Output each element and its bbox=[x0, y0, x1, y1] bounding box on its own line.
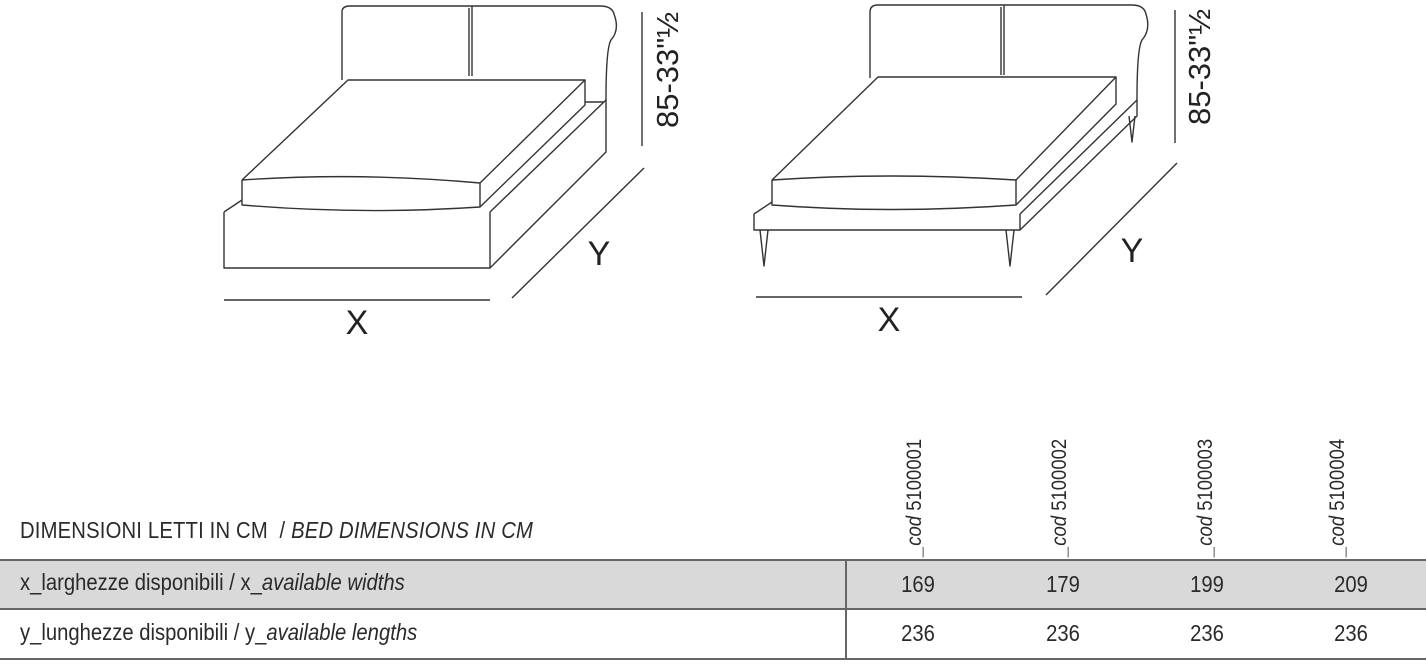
bed-drawing-legs bbox=[753, 4, 1178, 298]
bed-drawings: X Y 85-33"½ X Y 85-33"½ bbox=[223, 4, 1217, 342]
left-x-label: X bbox=[346, 304, 369, 342]
table-row-widths: x_larghezze disponibili / x_available wi… bbox=[0, 560, 1426, 608]
width-value-3: 199 bbox=[1190, 571, 1224, 597]
row-label: x_larghezze disponibili / x_available wi… bbox=[20, 569, 405, 596]
right-x-label: X bbox=[878, 301, 901, 339]
caption-english: BED DIMENSIONS IN CM bbox=[291, 517, 534, 543]
caption-separator: / bbox=[279, 517, 286, 543]
caption-italian: DIMENSIONI LETTI IN CM bbox=[20, 517, 268, 543]
left-y-label: Y bbox=[588, 235, 611, 273]
code-number: 5100002 bbox=[1048, 438, 1071, 511]
row-label-english: available lengths bbox=[266, 619, 418, 645]
length-value-2: 236 bbox=[1046, 620, 1080, 646]
code-prefix: _cod bbox=[1326, 515, 1349, 556]
table-caption: DIMENSIONI LETTI IN CM / BED DIMENSIONS … bbox=[20, 517, 533, 544]
length-value-4: 236 bbox=[1334, 620, 1368, 646]
row-label: y_lunghezze disponibili / y_available le… bbox=[20, 619, 417, 646]
code-number: 5100003 bbox=[1194, 438, 1217, 511]
width-value-2: 179 bbox=[1046, 571, 1080, 597]
code-number: 5100004 bbox=[1326, 438, 1349, 511]
table-bottom-rule bbox=[0, 658, 1426, 660]
bed-drawing-platform bbox=[223, 5, 645, 301]
right-height-label: 85-33"½ bbox=[1182, 9, 1217, 125]
row-label-italian: y_lunghezze disponibili / y_ bbox=[20, 619, 267, 645]
table-middle-rule bbox=[0, 608, 1426, 610]
code-prefix: _cod bbox=[1194, 515, 1217, 556]
left-height-label: 85-33"½ bbox=[650, 12, 685, 128]
table-top-rule bbox=[0, 559, 1426, 561]
table-column-divider bbox=[845, 559, 847, 660]
row-label-italian: x_larghezze disponibili / x_ bbox=[20, 569, 262, 595]
length-value-3: 236 bbox=[1190, 620, 1224, 646]
table-row-lengths: y_lunghezze disponibili / y_available le… bbox=[0, 610, 1426, 658]
code-prefix: _cod bbox=[903, 515, 926, 556]
code-prefix: _cod bbox=[1048, 515, 1071, 556]
right-y-label: Y bbox=[1121, 232, 1144, 270]
length-value-1: 236 bbox=[901, 620, 935, 646]
row-label-english: available widths bbox=[261, 569, 405, 595]
width-value-1: 169 bbox=[901, 571, 935, 597]
code-number: 5100001 bbox=[903, 438, 926, 511]
width-value-4: 209 bbox=[1334, 571, 1368, 597]
